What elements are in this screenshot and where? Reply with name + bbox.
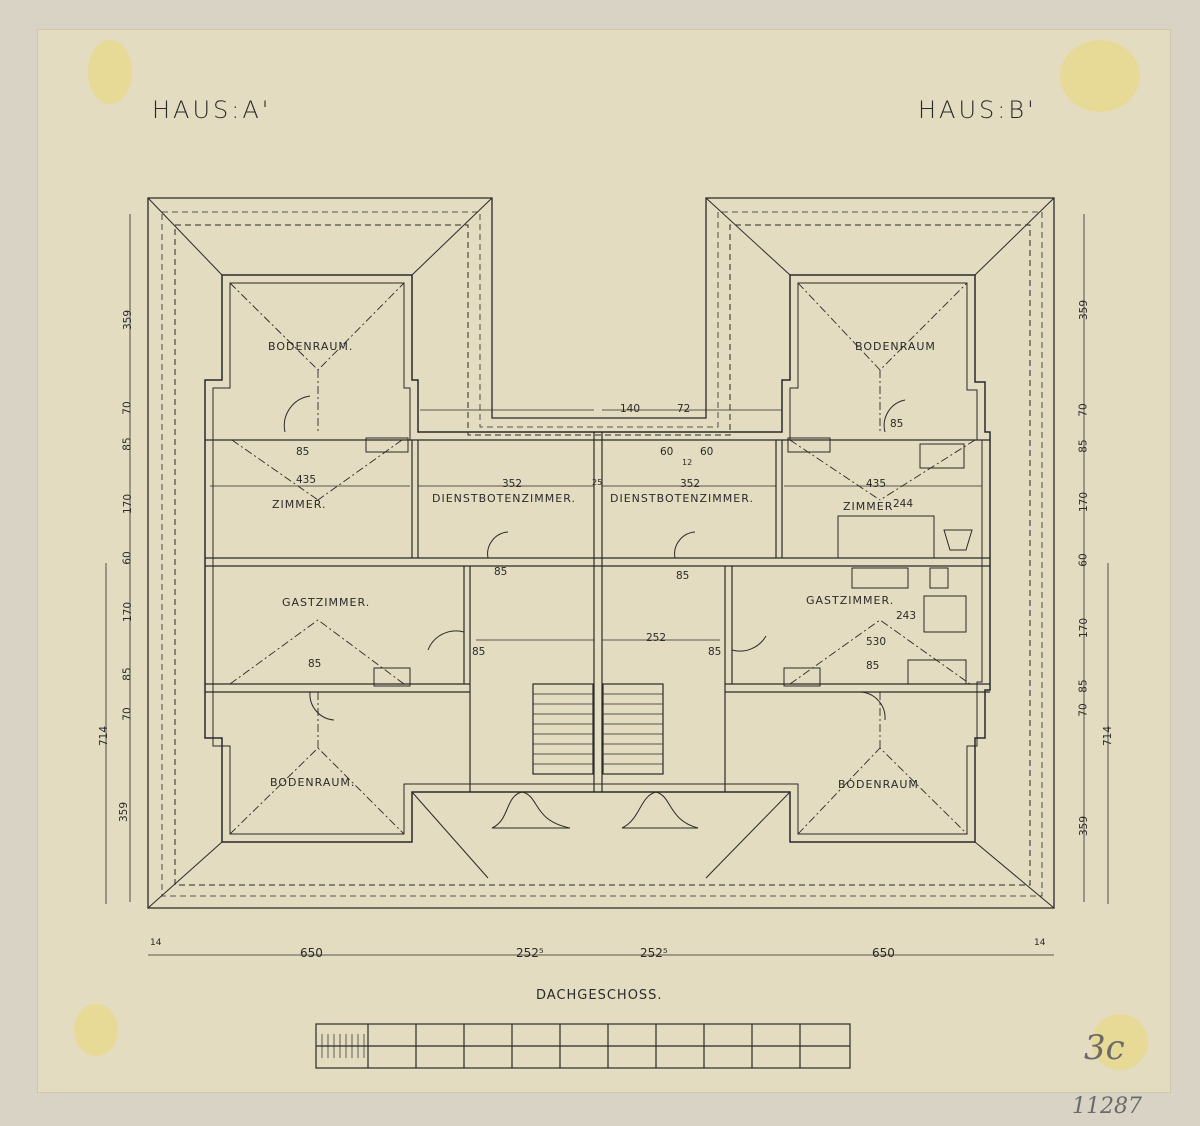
dim-right-2: 70	[1077, 403, 1090, 417]
dim-left-7: 85	[121, 667, 134, 681]
dimension-lines	[105, 214, 1109, 956]
dim-a-gast-door: 85	[308, 658, 322, 670]
dim-bottom-3: 252⁵	[516, 946, 544, 960]
dim-right-3: 85	[1077, 439, 1090, 453]
dim-bottom-2: 650	[300, 946, 323, 960]
room-a-zimmer: ZIMMER.	[272, 498, 327, 511]
fixtures	[365, 437, 973, 687]
dim-60-b: 60	[700, 446, 714, 458]
dim-right-5: 60	[1077, 553, 1090, 567]
dim-stair-width: 252	[646, 632, 667, 644]
dim-left-8: 70	[121, 707, 134, 721]
dim-bottom-5: 650	[872, 946, 895, 960]
dim-dienst-b-width: 352	[680, 478, 701, 490]
ridge-lines	[229, 282, 976, 835]
dim-b-gast-door: 85	[866, 660, 880, 672]
dim-party-wall: 25	[592, 478, 603, 487]
dim-left-9: 359	[118, 801, 131, 823]
dim-60-a: 60	[660, 446, 674, 458]
dim-140: 140	[620, 403, 641, 415]
room-a-gastzimmer: GASTZIMMER.	[282, 596, 371, 609]
dim-b-door-top: 85	[890, 418, 904, 430]
stair-treads	[533, 693, 663, 765]
room-b-bodenraum-bottom: BODENRAUM	[838, 778, 919, 791]
dim-bottom-4: 252⁵	[640, 946, 668, 960]
dim-right-9: 359	[1078, 815, 1091, 837]
dim-a-zimmer-width: 435	[296, 474, 317, 486]
dim-left-5: 60	[121, 551, 134, 565]
dim-a-door-top: 85	[296, 446, 310, 458]
dim-b-dienst-door: 85	[676, 570, 690, 582]
door-swings	[283, 395, 906, 829]
room-b-gastzimmer: GASTZIMMER.	[806, 594, 895, 607]
dim-b-zimmer-width: 435	[866, 478, 887, 490]
dim-72: 72	[677, 403, 691, 415]
dim-b-gast-width: 530	[866, 636, 887, 648]
eaves-dashed	[174, 224, 1031, 886]
dim-left-2: 70	[121, 401, 134, 415]
dim-dienst-a-width: 352	[502, 478, 523, 490]
dim-left-4: 170	[122, 493, 135, 515]
dim-right-4: 170	[1078, 491, 1091, 513]
inventory-number: 11287	[1072, 1094, 1142, 1119]
dim-left-3: 85	[121, 437, 134, 451]
dim-a-dienst-door: 85	[494, 566, 508, 578]
room-a-bodenraum-bottom: BODENRAUM.	[270, 776, 356, 789]
room-b-dienstbotenzimmer: DIENSTBOTENZIMMER.	[610, 492, 754, 505]
tape-stains	[74, 40, 1148, 1070]
roof-outline	[147, 197, 1055, 909]
room-a-dienstbotenzimmer: DIENSTBOTENZIMMER.	[432, 492, 576, 505]
dim-right-6: 170	[1078, 617, 1091, 639]
dim-left-6: 170	[122, 601, 135, 623]
house-b-label: HAUS:B'	[918, 96, 1037, 124]
room-a-bodenraum-top: BODENRAUM.	[268, 340, 354, 353]
room-b-zimmer: ZIMMER	[843, 500, 894, 513]
house-a-label: HAUS:A'	[152, 96, 272, 124]
hip-lines	[147, 197, 1055, 909]
dim-right-7: 85	[1077, 679, 1090, 693]
dim-right-1: 359	[1078, 299, 1091, 321]
dim-b-zimmer-height: 244	[893, 498, 914, 510]
dim-bottom-6: 14	[1034, 938, 1046, 948]
room-b-bodenraum-top: BODENRAUM	[855, 340, 936, 353]
drawing-title: DACHGESCHOSS.	[536, 988, 663, 1003]
dim-b-gast-height: 243	[896, 610, 917, 622]
paper	[38, 30, 1170, 1092]
dim-12: 12	[682, 458, 693, 467]
dim-right-total: 714	[1102, 725, 1115, 747]
dim-a-stair-door: 85	[472, 646, 486, 658]
dim-left-1: 359	[122, 309, 135, 331]
sheet-mark: 3c	[1084, 1028, 1125, 1068]
dim-b-stair-door: 85	[708, 646, 722, 658]
dim-bottom-1: 14	[150, 938, 162, 948]
dim-left-total: 714	[98, 725, 111, 747]
scale-bar	[315, 1023, 851, 1069]
dim-right-8: 70	[1077, 703, 1090, 717]
